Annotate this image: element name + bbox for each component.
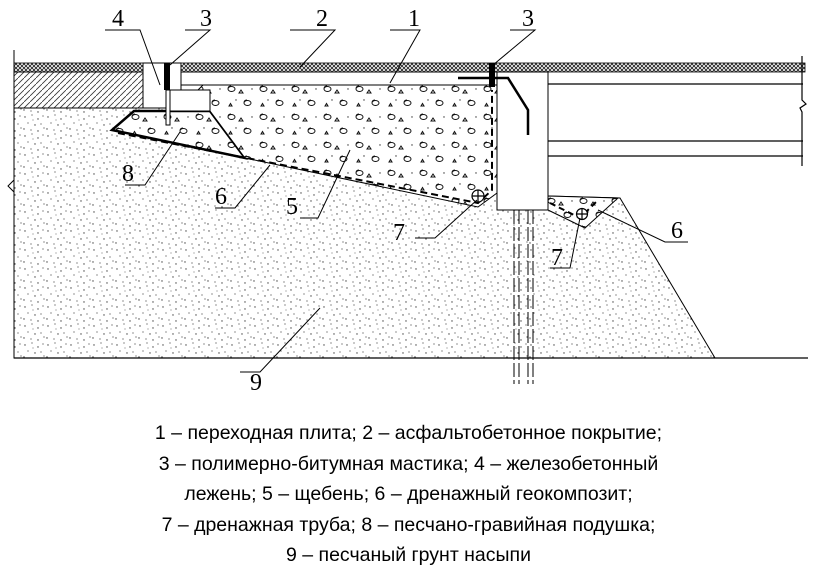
caption-line: 7 – дренажная труба; 8 – песчано-гравийн… [161,513,656,536]
caption-line: лежень; 5 – щебень; 6 – дренажный геоком… [184,483,633,505]
legend-caption: 1 – переходная плита; 2 – асфальтобетонн… [0,418,817,571]
label-8: 8 [122,161,134,187]
label-7: 7 [393,220,405,246]
dowel [165,89,171,126]
label-7: 7 [551,245,563,271]
abutment-wall [496,71,549,211]
label-9: 9 [250,370,262,396]
mastic-left [164,63,170,90]
road-base [13,71,144,109]
caption-line: 3 – полимерно-битумная мастика; 4 – желе… [158,452,659,475]
break-line-left [7,50,15,358]
bridge-span [548,56,807,166]
transition-slab [180,71,498,86]
label-2: 2 [316,6,328,32]
label-5: 5 [286,194,298,220]
drainage-geocomposite [117,90,493,205]
piles [513,210,534,384]
leaders [105,29,688,373]
slab-support [165,89,211,112]
drain-pipe-right [575,207,589,221]
bridge-approach-cross-section: 4 3 2 1 3 8 6 5 7 7 6 9 [7,6,808,396]
caption-line: 1 – переходная плита; 2 – асфальтобетонн… [154,422,663,444]
asphalt-left [13,62,144,73]
label-3: 3 [200,6,212,32]
label-4: 4 [112,6,124,32]
mastic-right [489,63,495,87]
label-1: 1 [408,6,420,32]
caption-line: 9 – песчаный грунт насыпи [286,544,531,566]
expansion-plate [458,76,530,135]
label-3: 3 [522,6,534,32]
callout-numbers: 4 3 2 1 3 8 6 5 7 7 6 9 [112,6,683,396]
label-6: 6 [215,184,227,210]
label-6: 6 [671,218,683,244]
drain-pipe-left [471,189,485,203]
